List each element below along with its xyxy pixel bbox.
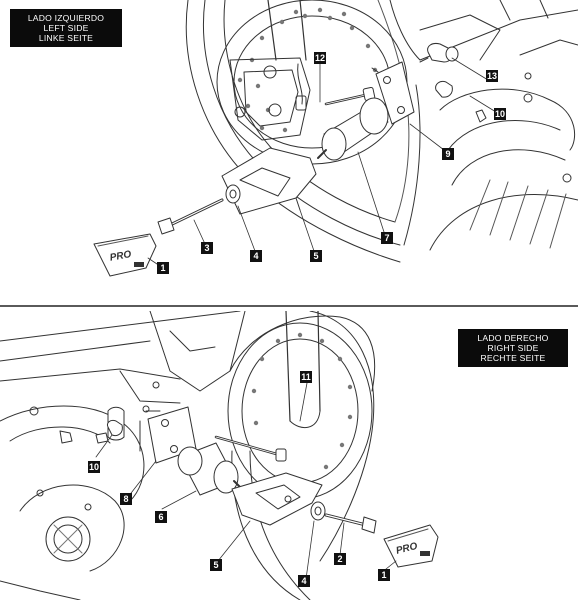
left-side-label-de: LINKE SEITE: [38, 33, 94, 43]
callout-4-left: 4: [250, 250, 262, 262]
callout-7: 7: [381, 232, 393, 244]
left-side-label: LADO IZQUIERDO LEFT SIDE LINKE SEITE: [10, 9, 122, 47]
callout-13: 13: [486, 70, 498, 82]
left-side-label-es: LADO IZQUIERDO: [27, 13, 105, 23]
pro-logo: PRO: [109, 249, 132, 264]
left-side-label-en: LEFT SIDE: [43, 23, 89, 33]
right-side-label-es: LADO DERECHO: [477, 333, 549, 343]
bolt-12: [324, 86, 376, 106]
washer-right: [310, 501, 326, 521]
callout-8: 8: [120, 493, 132, 505]
callout-6: 6: [155, 511, 167, 523]
callout-10-right: 10: [88, 461, 100, 473]
callout-1-left: 1: [157, 262, 169, 274]
fork-and-caliper: [229, 0, 311, 141]
nut-right: [107, 420, 123, 436]
spacers-left: [419, 43, 487, 123]
left-leader-lines: [147, 57, 497, 267]
callout-9: 9: [442, 148, 454, 160]
right-side-drawing: PRO: [0, 311, 439, 600]
frame-guard-cover-right: [231, 472, 323, 526]
frame-guard-cover-left: [221, 147, 317, 215]
right-side-label: LADO DERECHO RIGHT SIDE RECHTE SEITE: [458, 329, 568, 367]
pro-logo-right: PRO: [395, 541, 419, 557]
bolt-11: [214, 435, 287, 462]
end-cap-right: PRO: [383, 524, 439, 568]
left-side-panel: PRO LADO IZQUIERDO LEFT SIDE LINKE SEITE…: [10, 0, 578, 277]
left-side-drawing: PRO: [93, 0, 578, 277]
front-wheel: [185, 0, 421, 263]
callout-4-right: 4: [298, 575, 310, 587]
callout-2: 2: [334, 553, 346, 565]
front-wheel-right: [227, 311, 376, 600]
callout-11: 11: [300, 371, 312, 383]
right-side-label-de: RECHTE SEITE: [480, 353, 546, 363]
panel-divider: [0, 305, 578, 307]
bolt-3: [157, 198, 224, 235]
callout-5-right: 5: [210, 559, 222, 571]
callout-3: 3: [201, 242, 213, 254]
washer-left: [225, 184, 241, 204]
slider-body-right: [177, 442, 241, 496]
right-side-panel: PRO LADO DERECHO RIGHT SIDE RECHTE SEITE…: [0, 311, 578, 600]
bolt-2: [324, 513, 377, 534]
engine-casing: [389, 0, 578, 251]
callout-5-left: 5: [310, 250, 322, 262]
callout-10-left: 10: [494, 108, 506, 120]
callout-1-right: 1: [378, 569, 390, 581]
callout-12: 12: [314, 52, 326, 64]
slider-body-left: [317, 97, 389, 161]
end-cap-left: PRO: [93, 233, 157, 277]
right-leader-lines: [95, 382, 397, 580]
right-side-label-en: RIGHT SIDE: [487, 343, 539, 353]
